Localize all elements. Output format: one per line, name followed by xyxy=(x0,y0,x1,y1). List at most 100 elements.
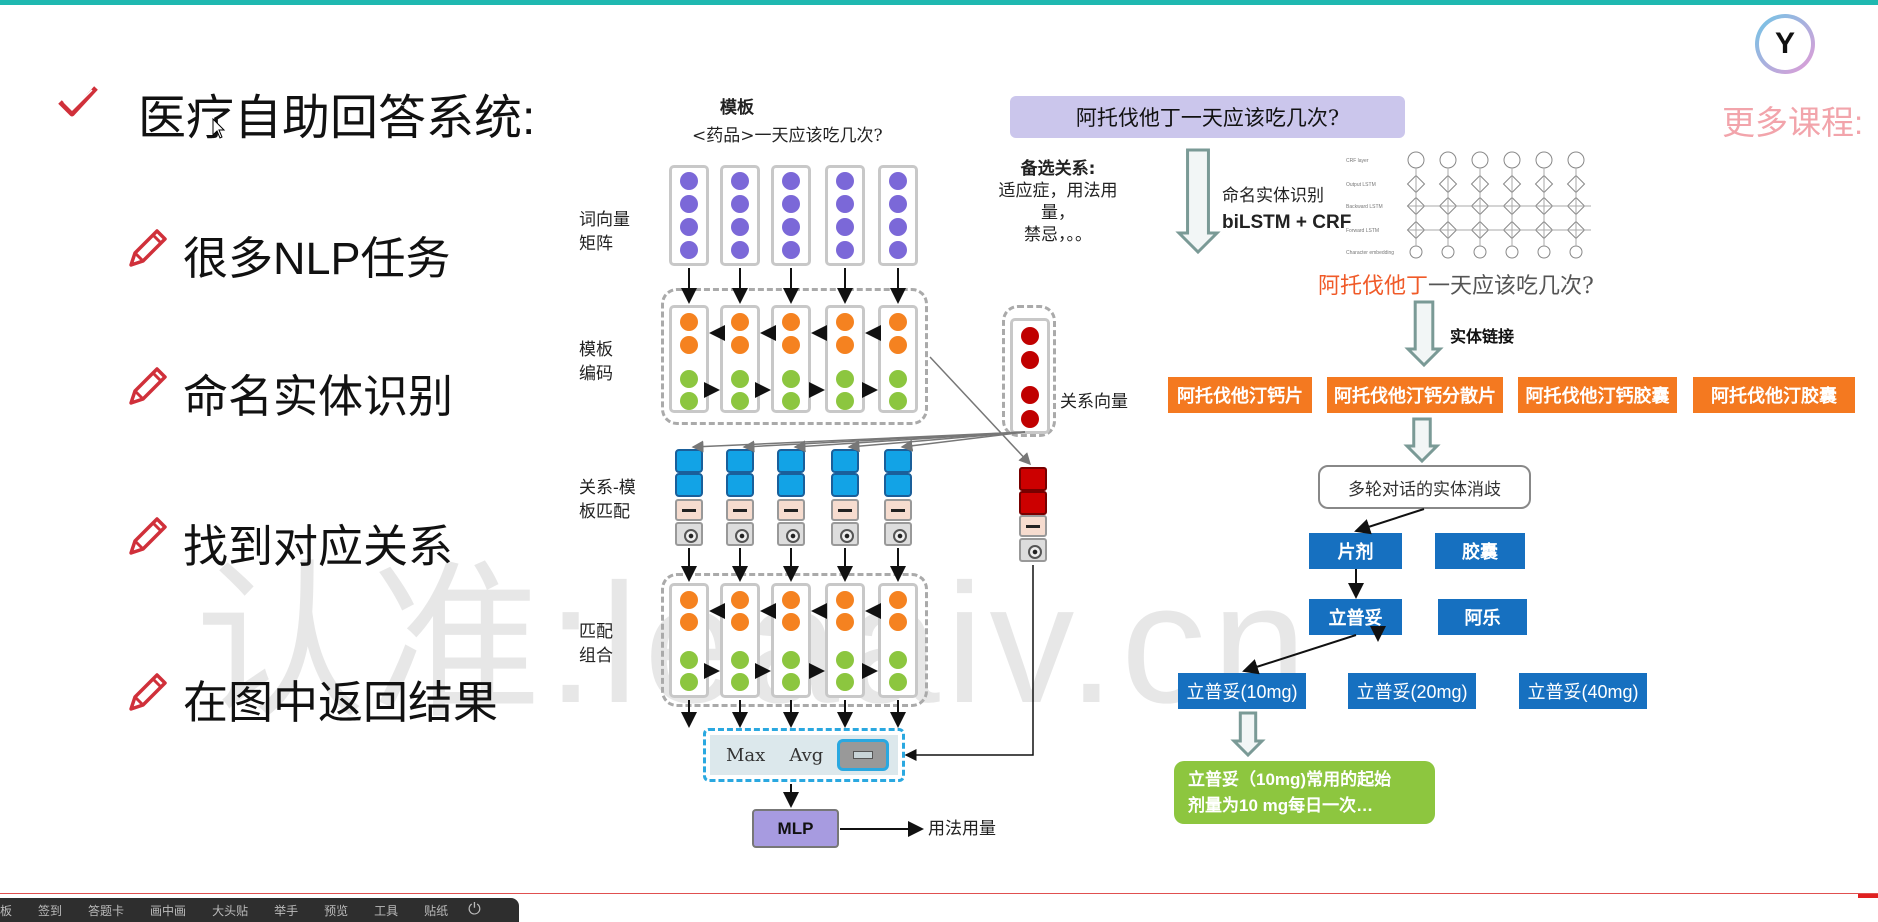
mouse-cursor-icon xyxy=(212,118,226,139)
vector-dot xyxy=(836,392,854,410)
minus-square xyxy=(777,499,805,521)
vector-dot xyxy=(731,591,749,609)
ner-model: biLSTM + CRF xyxy=(1222,212,1352,233)
relation-embed-square xyxy=(831,473,859,497)
pencil-icon xyxy=(125,671,169,726)
hollow-down-arrow-icon xyxy=(1404,300,1444,368)
label-relation-match: 关系-模板匹配 xyxy=(579,476,636,524)
relation-broadcast-arrow xyxy=(691,431,1026,453)
vector-dot xyxy=(680,673,698,691)
relation-broadcast-arrow xyxy=(900,431,1026,452)
answer-line: 立普妥（10mg)常用的起始 xyxy=(1188,770,1392,789)
vector-dot xyxy=(836,651,854,669)
label-line: 矩阵 xyxy=(579,234,613,254)
vector-dot xyxy=(680,172,698,190)
bullet-item: 找到对应关系 xyxy=(125,510,453,575)
bullet-item: 在图中返回结果 xyxy=(125,666,498,731)
vector-dot xyxy=(731,392,749,410)
dose-option-box: 立普妥(40mg) xyxy=(1519,673,1647,709)
vector-dot xyxy=(889,313,907,331)
label-line: 模板 xyxy=(579,340,613,360)
vector-dot xyxy=(889,651,907,669)
template-title: 模板 xyxy=(720,98,754,118)
candidate-title: 备选关系: xyxy=(1020,159,1096,179)
toolbar-item[interactable]: 板 xyxy=(0,903,13,918)
word-vector-column xyxy=(825,165,865,266)
vector-dot xyxy=(731,336,749,354)
relation-vector-column xyxy=(1010,318,1050,434)
vector-dot xyxy=(782,172,800,190)
vector-dot xyxy=(680,336,698,354)
toolbar-item[interactable]: 工具 xyxy=(374,903,399,918)
toolbar-item[interactable]: 画中画 xyxy=(150,903,187,918)
top-accent-bar xyxy=(0,0,1878,5)
vector-dot xyxy=(680,591,698,609)
bullet-text: 命名实体识别 xyxy=(183,371,454,422)
pencil-icon xyxy=(125,365,169,420)
brand-lipitor: 立普妥 xyxy=(1309,599,1402,635)
relation-embed-square xyxy=(675,473,703,497)
relation-embed-square xyxy=(726,473,754,497)
toolbar-item[interactable]: 举手 xyxy=(274,903,299,918)
relation-embed-square xyxy=(777,473,805,497)
relation-match-square xyxy=(1019,515,1047,537)
vector-dot xyxy=(889,673,907,691)
relation-broadcast-arrow xyxy=(847,431,1026,453)
vector-dot xyxy=(889,172,907,190)
toolbar-item[interactable]: 预览 xyxy=(324,903,349,918)
form-tablet: 片剂 xyxy=(1309,533,1402,569)
label-line: 编码 xyxy=(579,364,613,384)
label-line: 词向量 xyxy=(579,210,630,230)
encoding-column xyxy=(878,305,918,413)
toolbar-item[interactable]: 签到 xyxy=(38,903,63,918)
hollow-down-arrow-icon xyxy=(1403,417,1441,464)
vector-dot xyxy=(889,195,907,213)
vector-dot xyxy=(836,673,854,691)
arrow xyxy=(1354,508,1425,535)
vector-dot xyxy=(836,591,854,609)
toolbar-item[interactable]: 贴纸 xyxy=(424,903,449,918)
minus-square xyxy=(831,499,859,521)
tagged-sentence: 阿托伐他丁一天应该吃几次? xyxy=(1318,268,1594,300)
brand-ale: 阿乐 xyxy=(1438,599,1527,635)
vector-dot xyxy=(889,591,907,609)
toolbar-item[interactable]: 大头贴 xyxy=(212,903,249,918)
disambiguation-box: 多轮对话的实体消歧 xyxy=(1318,465,1531,509)
encoding-column xyxy=(669,305,709,413)
vector-dot xyxy=(782,591,800,609)
hollow-down-arrow-icon xyxy=(1175,148,1221,255)
pool-max: Max xyxy=(726,744,766,766)
ner-label: 命名实体识别 biLSTM + CRF xyxy=(1222,182,1351,236)
svg-text:CRF layer: CRF layer xyxy=(1346,158,1369,164)
label-line: 关系-模 xyxy=(579,478,636,498)
vector-dot xyxy=(889,241,907,259)
svg-text:Backward LSTM: Backward LSTM xyxy=(1346,204,1383,210)
relation-embed-square xyxy=(884,449,912,473)
pool-avg: Avg xyxy=(789,744,824,766)
pencil-icon xyxy=(125,227,169,282)
vector-dot xyxy=(836,336,854,354)
minus-square xyxy=(884,499,912,521)
combination-column xyxy=(825,583,865,698)
power-icon[interactable]: ⏻ xyxy=(468,901,481,918)
bullet-text: 很多NLP任务 xyxy=(183,233,451,284)
relation-embed-square xyxy=(675,449,703,473)
vector-dot xyxy=(680,370,698,388)
toolbar-item[interactable]: 答题卡 xyxy=(88,903,125,918)
bullet-text: 找到对应关系 xyxy=(183,521,454,572)
word-vector-column xyxy=(771,165,811,266)
vector-dot xyxy=(680,195,698,213)
relation-match-square xyxy=(1019,491,1047,515)
relation-embed-square xyxy=(884,473,912,497)
label-relation-vector: 关系向量 xyxy=(1060,392,1128,412)
svg-text:Forward LSTM: Forward LSTM xyxy=(1346,228,1379,234)
candidate-text: 适应症，用法用量， xyxy=(998,181,1118,223)
label-line: 板匹配 xyxy=(579,502,630,522)
encoding-column xyxy=(720,305,760,413)
candidate-relations: 备选关系: 适应症，用法用量， 禁忌，。。 xyxy=(988,158,1128,246)
vector-dot xyxy=(782,195,800,213)
vector-dot xyxy=(889,336,907,354)
bullet-item: 命名实体识别 xyxy=(125,360,453,425)
dose-option-box: 立普妥(10mg) xyxy=(1178,673,1306,709)
